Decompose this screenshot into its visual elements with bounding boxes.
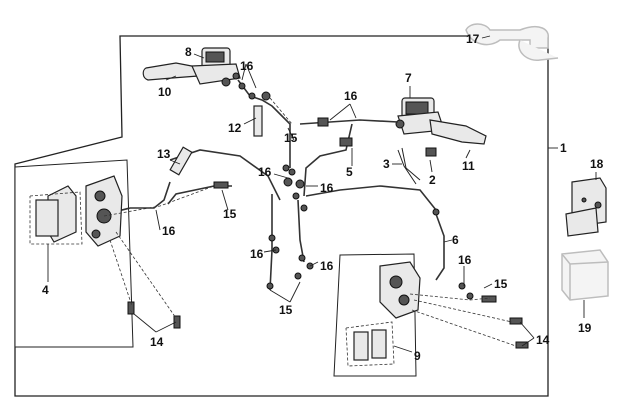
callout-16h: 16 xyxy=(162,224,176,238)
callout-2: 2 xyxy=(429,173,436,187)
callout-15d: 15 xyxy=(284,131,298,145)
callout-13: 13 xyxy=(157,147,171,161)
callout-16f: 16 xyxy=(320,259,334,273)
callout-1: 1 xyxy=(560,141,567,155)
callout-10: 10 xyxy=(158,85,172,99)
callout-7: 7 xyxy=(405,71,412,85)
callout-16d: 16 xyxy=(320,181,334,195)
callout-15: 15 xyxy=(223,207,237,221)
callout-4: 4 xyxy=(42,283,49,297)
bracket-part xyxy=(565,177,607,237)
callout-16e: 16 xyxy=(250,247,264,261)
brake-switch-part xyxy=(397,147,437,185)
rear-caliper-part xyxy=(345,261,421,367)
callout-11: 11 xyxy=(462,159,475,173)
callout-8: 8 xyxy=(185,45,192,59)
hose-clip-part xyxy=(465,23,559,61)
callout-15b: 15 xyxy=(494,277,508,291)
callout-6: 6 xyxy=(452,233,459,247)
callout-9: 9 xyxy=(414,349,421,363)
callout-16c: 16 xyxy=(258,165,272,179)
assembly-guide-lines xyxy=(103,97,517,347)
callout-16g: 16 xyxy=(458,253,472,267)
callout-15c: 15 xyxy=(279,303,293,317)
caliper-bolts xyxy=(127,301,529,349)
callout-14b: 14 xyxy=(536,333,550,347)
callout-14: 14 xyxy=(150,335,164,349)
callout-16b: 16 xyxy=(344,89,358,103)
callout-18: 18 xyxy=(590,157,604,171)
control-module-part xyxy=(561,249,609,301)
callout-labels: 1 2 3 4 5 6 7 8 9 10 11 12 13 14 14 15 1… xyxy=(42,32,604,363)
left-brake-lever-assembly xyxy=(142,47,241,87)
front-caliper-part xyxy=(29,175,123,247)
callout-12: 12 xyxy=(228,121,242,135)
callout-19: 19 xyxy=(578,321,592,335)
right-brake-lever-assembly xyxy=(395,97,487,145)
callout-17: 17 xyxy=(466,32,480,46)
callout-3: 3 xyxy=(383,157,390,171)
leader-lines xyxy=(47,35,597,353)
banjo-fittings xyxy=(169,82,497,303)
callout-16: 16 xyxy=(240,59,254,73)
callout-5: 5 xyxy=(346,165,353,179)
